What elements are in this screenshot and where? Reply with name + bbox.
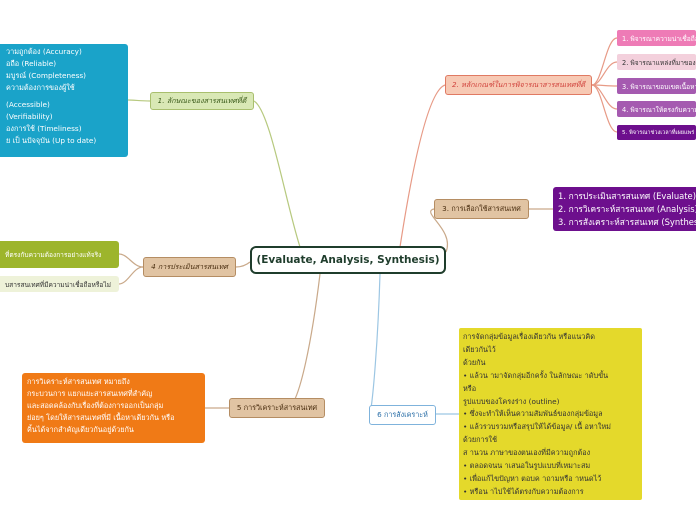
qualities-item: มบูรณ์ (Completeness) xyxy=(6,71,87,80)
branch-criteria[interactable]: 2. หลักเกณฑ์ในการพิจารณาสารสนเทศที่ดี xyxy=(445,75,592,95)
qualities-list[interactable]: วามถูกต้อง (Accuracy) อถือ (Reliable) มบ… xyxy=(0,44,128,157)
branch-selection-label: 3. การเลือกใช้สารสนเทศ xyxy=(442,203,521,213)
evaluation-item-label: บสารสนเทศที่มีความน่าเชื่อถือหรือไม่ xyxy=(5,280,111,289)
branch-evaluation[interactable]: 4 การประเมินสารสนเทศ xyxy=(143,257,236,277)
connector-b2-i4 xyxy=(591,84,618,110)
synthesis-line: เดียวกันไว้ xyxy=(463,344,496,354)
criteria-item-label: 4. พิจารณาให้ตรงกับความ xyxy=(622,105,696,114)
synthesis-line: หรือ xyxy=(463,383,477,393)
branch-analysis-label: 5 การวิเคราะห์สารสนเทศ xyxy=(236,402,318,412)
connector-b2-i2 xyxy=(591,61,618,86)
selection-item: 3. การสังเคราะห์สารสนเทศ (Synthesis) xyxy=(558,217,696,227)
qualities-item: ความต้องการของผู้ใช้ xyxy=(6,83,75,92)
analysis-line: การวิเคราะห์สารสนเทศ หมายถึง xyxy=(27,377,130,386)
branch-selection[interactable]: 3. การเลือกใช้สารสนเทศ xyxy=(434,199,529,219)
criteria-item-1[interactable]: 1. พิจารณาความน่าเชื่อถือ xyxy=(617,30,696,46)
criteria-item-label: 1. พิจารณาความน่าเชื่อถือ xyxy=(622,34,696,43)
branch-qualities-label: 1. ลักษณะของสารสนเทศที่ดี xyxy=(157,95,247,105)
connector-b3 xyxy=(430,208,449,253)
branch-evaluation-label: 4 การประเมินสารสนเทศ xyxy=(151,261,228,271)
synthesis-line: ด้วยกัน xyxy=(463,357,486,367)
evaluation-item-2[interactable]: บสารสนเทศที่มีความน่าเชื่อถือหรือไม่ xyxy=(0,276,119,292)
synthesis-line: • ตลอดจนน าเสนอในรูปแบบที่เหมาะสม xyxy=(463,461,591,471)
central-topic[interactable]: (Evaluate, Analysis, Synthesis) xyxy=(250,246,446,274)
synthesis-line: ส านวน ภาษาของตนเองที่มีความถูกต้อง xyxy=(463,448,591,458)
criteria-item-5[interactable]: 5. พิจารณาช่วงเวลาที่เผยแพร่ xyxy=(617,125,696,140)
synthesis-line: • แล้วรวบรวมหรือสรุปให้ได้ข้อมูล/ เนื้ อ… xyxy=(463,422,611,432)
synthesis-line: • หรือน าไปใช้ได้ตรงกับความต้องการ xyxy=(463,486,584,496)
qualities-item: อถือ (Reliable) xyxy=(6,59,57,68)
selection-item: 1. การประเมินสารสนเทศ (Evaluate) xyxy=(558,191,696,201)
evaluation-item-label: ที่ตรงกับความต้องการอย่างแท้จริง xyxy=(5,251,102,259)
criteria-item-4[interactable]: 4. พิจารณาให้ตรงกับความ xyxy=(617,101,696,117)
qualities-item: วามถูกต้อง (Accuracy) xyxy=(6,47,82,56)
synthesis-line: ด้วยการใช้ xyxy=(463,435,498,445)
synthesis-line: • ซึ่งจะทำให้เห็นความสัมพันธ์ของกลุ่มข้อ… xyxy=(463,409,603,419)
central-topic-label: (Evaluate, Analysis, Synthesis) xyxy=(256,254,440,266)
connector-b1 xyxy=(253,100,301,248)
synthesis-line: การจัดกลุ่มข้อมูลเรื่องเดียวกัน หรือแนวค… xyxy=(463,332,596,341)
connector-b4-i2 xyxy=(118,266,144,285)
qualities-item: (Verifiability) xyxy=(6,112,53,121)
synthesis-line: รูปแบบของโครงร่าง (outline) xyxy=(463,396,560,406)
branch-synthesis-label: 6 การสังเคราะห์ xyxy=(377,409,428,419)
criteria-item-label: 3. พิจารณาขอบเขตเนื้อหา xyxy=(622,82,696,91)
connector-b5 xyxy=(288,273,321,409)
branch-criteria-label: 2. หลักเกณฑ์ในการพิจารณาสารสนเทศที่ดี xyxy=(451,79,586,89)
qualities-item: ย เป็ นปัจจุบัน (Up to date) xyxy=(6,136,97,145)
criteria-item-label: 5. พิจารณาช่วงเวลาที่เผยแพร่ xyxy=(622,129,695,136)
branch-qualities[interactable]: 1. ลักษณะของสารสนเทศที่ดี xyxy=(150,92,254,110)
connector-b2-i1 xyxy=(591,37,618,86)
branch-synthesis[interactable]: 6 การสังเคราะห์ xyxy=(369,405,436,425)
qualities-item: องการใช้ (Timeliness) xyxy=(6,124,82,133)
criteria-item-3[interactable]: 3. พิจารณาขอบเขตเนื้อหา xyxy=(617,78,696,94)
connector-b2 xyxy=(399,84,446,248)
connector-b1-leaf xyxy=(127,99,151,102)
analysis-line: กระบวนการ แยกแยะสารสนเทศที่สำคัญ xyxy=(27,389,153,398)
analysis-line: และสอดคล้องกับเรื่องที่ต้องการออกเป็นกลุ… xyxy=(27,401,164,410)
analysis-description[interactable]: การวิเคราะห์สารสนเทศ หมายถึง กระบวนการ แ… xyxy=(22,373,205,443)
selection-list[interactable]: 1. การประเมินสารสนเทศ (Evaluate) 2. การว… xyxy=(553,187,696,231)
criteria-item-label: 2. พิจารณาแหล่งที่มาของ xyxy=(622,58,696,67)
evaluation-item-1[interactable]: ที่ตรงกับความต้องการอย่างแท้จริง xyxy=(0,241,119,268)
connector-b6 xyxy=(369,273,381,415)
synthesis-line: • แล้วน ามาจัดกลุ่มอีกครั้ง ในลักษณะ าดั… xyxy=(463,370,609,380)
criteria-item-2[interactable]: 2. พิจารณาแหล่งที่มาของ xyxy=(617,54,696,70)
connector-b4-i1 xyxy=(118,253,144,268)
connector-b2-i5 xyxy=(591,84,618,133)
connector-b4 xyxy=(235,261,251,268)
selection-item: 2. การวิเคราะห์สารสนเทศ (Analysis) xyxy=(558,204,696,214)
synthesis-line: • เพื่อแก้ไขปัญหา ตอบค าถามหรือ าหนดไว้ xyxy=(463,473,602,483)
analysis-line: ย่อยๆ โดยให้สารสนเทศที่มี เนื้อหาเดียวกั… xyxy=(27,413,175,422)
qualities-item: (Accessible) xyxy=(6,100,50,109)
branch-analysis[interactable]: 5 การวิเคราะห์สารสนเทศ xyxy=(229,398,325,418)
analysis-line: คิ้นได้จากสำคัญเดียวกันอยู่ด้วยกัน xyxy=(27,425,134,434)
synthesis-description[interactable]: การจัดกลุ่มข้อมูลเรื่องเดียวกัน หรือแนวค… xyxy=(459,328,642,500)
